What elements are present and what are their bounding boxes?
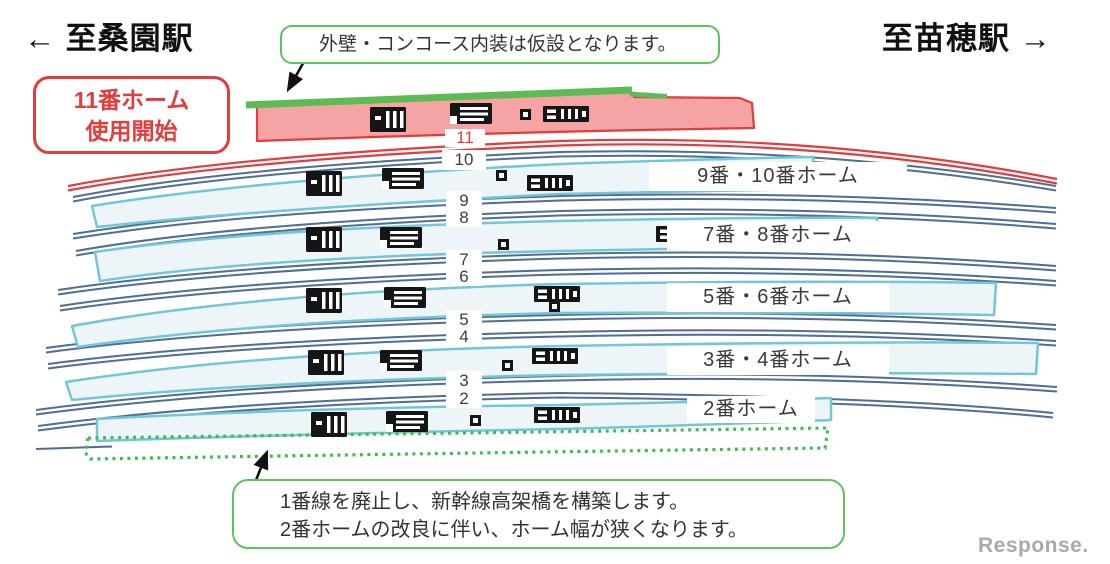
escalator-icon xyxy=(450,103,492,124)
stairs-icon xyxy=(311,412,347,437)
track-number-3: 3 xyxy=(446,371,482,390)
stairs-icon xyxy=(370,107,406,132)
stairs-icon xyxy=(308,350,344,375)
stairs-icon xyxy=(306,171,342,196)
platform-label-2: 2番ホーム xyxy=(687,396,815,423)
platform-label-3-4: 3番・4番ホーム xyxy=(667,346,889,375)
escalator-icon xyxy=(380,227,422,248)
temporary-wall-callout: 外壁・コンコース内装は仮設となります。 xyxy=(280,25,720,64)
platform-11-open-line1: 11番ホーム xyxy=(73,87,190,113)
track-number-9: 9 xyxy=(446,191,482,211)
direction-label-naebo: 至苗穂駅 → xyxy=(882,21,1052,56)
stairs-escalator-icon xyxy=(543,106,589,122)
elevator-icon xyxy=(549,301,560,312)
temporary-wall-strip xyxy=(245,86,668,109)
track-number-10: 10 xyxy=(442,150,486,170)
platform-label-7-8: 7番・8番ホーム xyxy=(667,221,889,250)
shinkansen-viaduct-dotted-outline xyxy=(83,426,830,461)
stairs-escalator-icon xyxy=(534,286,580,302)
elevator-icon xyxy=(470,415,481,426)
platform-label-9-10: 9番・10番ホーム xyxy=(649,162,907,191)
track-1-abolition-line2: 2番ホームの改良に伴い、ホーム幅が狭くなります。 xyxy=(280,519,748,541)
stairs-icon xyxy=(306,288,342,313)
response-watermark: Response. xyxy=(978,534,1089,557)
track-number-8: 8 xyxy=(446,208,482,227)
track-6-line xyxy=(59,267,1057,312)
platform-label-5-6: 5番・6番ホーム xyxy=(667,283,889,312)
elevator-icon xyxy=(496,170,507,181)
former-track-1-line xyxy=(35,445,113,450)
track-number-4: 4 xyxy=(446,328,482,346)
temporary-wall-callout-text: 外壁・コンコース内装は仮設となります。 xyxy=(319,34,677,55)
track-number-11: 11 xyxy=(445,129,485,147)
track-number-7: 7 xyxy=(446,250,482,269)
track-7-line xyxy=(57,251,1057,296)
elevator-icon xyxy=(498,239,509,250)
platform-11-open-line2: 使用開始 xyxy=(85,118,178,144)
escalator-icon xyxy=(384,287,426,308)
track-1-abolition-callout: 1番線を廃止し、新幹線高架橋を構築します。 2番ホームの改良に伴い、ホーム幅が狭… xyxy=(232,479,845,549)
track-4-line xyxy=(47,329,1057,370)
track-11-line xyxy=(67,138,1058,192)
escalator-icon xyxy=(380,350,422,371)
stairs-escalator-icon xyxy=(527,175,573,191)
track-number-2: 2 xyxy=(446,389,482,408)
escalator-icon xyxy=(386,411,428,432)
platform-2-shape xyxy=(95,396,833,443)
stairs-escalator-icon xyxy=(534,407,580,423)
stairs-icon xyxy=(306,227,342,252)
track-number-5: 5 xyxy=(446,310,482,329)
platform-11-open-badge: 11番ホーム 使用開始 xyxy=(33,76,230,154)
direction-label-soen: ← 至桑園駅 xyxy=(24,21,194,56)
elevator-icon xyxy=(520,109,531,120)
stairs-escalator-icon xyxy=(532,348,578,364)
track-number-6: 6 xyxy=(446,267,482,286)
track-1-abolition-line1: 1番線を廃止し、新幹線高架橋を構築します。 xyxy=(280,491,690,513)
elevator-icon xyxy=(502,360,513,371)
escalator-icon xyxy=(382,168,424,189)
